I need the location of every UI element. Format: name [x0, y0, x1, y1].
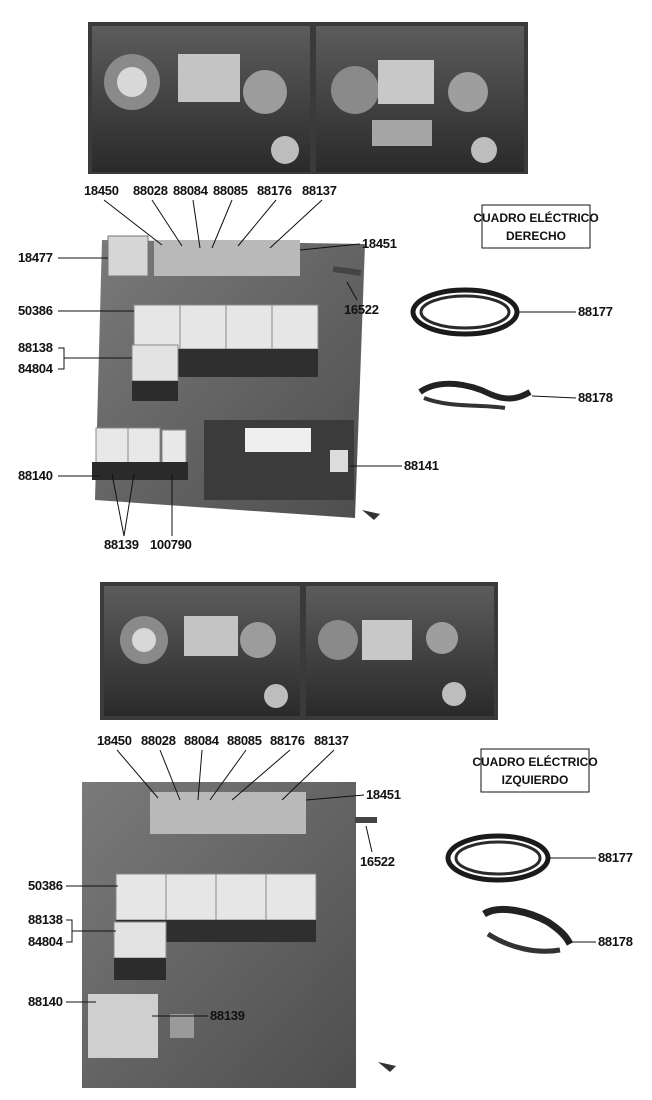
- top-title-line2: DERECHO: [506, 229, 566, 243]
- top-callout-88178: 88178: [578, 390, 613, 405]
- top-callout-88138: 88138: [18, 340, 53, 355]
- top-callout-88137: 88137: [302, 183, 337, 198]
- top-callout-18451: 18451: [362, 236, 397, 251]
- bottom-cabinet-photo: [100, 582, 498, 720]
- top-callout-18477: 18477: [18, 250, 53, 265]
- bottom-harness-88178: [482, 905, 574, 954]
- top-callout-88177: 88177: [578, 304, 613, 319]
- top-clip-icon: [362, 510, 380, 520]
- bottom-callout-88176: 88176: [270, 733, 305, 748]
- top-callout-88140: 88140: [18, 468, 53, 483]
- bottom-fuse-16522: [355, 817, 377, 823]
- bottom-callout-84804: 84804: [28, 934, 64, 949]
- top-callout-88176: 88176: [257, 183, 292, 198]
- bottom-callout-88178: 88178: [598, 934, 633, 949]
- top-callout-88085: 88085: [213, 183, 248, 198]
- top-callout-100790: 100790: [150, 537, 192, 552]
- bottom-callout-88139: 88139: [210, 1008, 245, 1023]
- top-callouts: 18450 88028 88084 88085 88176 88137 1845…: [18, 183, 613, 552]
- top-callout-88141: 88141: [404, 458, 439, 473]
- top-mounting-plate: [92, 235, 365, 518]
- bottom-callout-88085: 88085: [227, 733, 262, 748]
- bottom-title-box: CUADRO ELÉCTRICO IZQUIERDO: [472, 748, 598, 793]
- bottom-callout-16522: 16522: [360, 854, 395, 869]
- bottom-mounting-plate: [82, 782, 356, 1088]
- top-callout-88139: 88139: [104, 537, 139, 552]
- bottom-callout-50386: 50386: [28, 878, 63, 893]
- bottom-callout-18451: 18451: [366, 787, 401, 802]
- top-title-line1: CUADRO ELÉCTRICO: [473, 210, 598, 225]
- bottom-cable-88177: [445, 833, 551, 883]
- bottom-callouts: 18450 88028 88084 88085 88176 88137 1845…: [28, 733, 633, 1023]
- bottom-title-line1: CUADRO ELÉCTRICO: [472, 754, 597, 769]
- top-callout-88084: 88084: [173, 183, 209, 198]
- top-harness-88178: [418, 380, 532, 410]
- bottom-callout-88028: 88028: [141, 733, 176, 748]
- top-cable-88177: [410, 287, 520, 337]
- bottom-callout-18450: 18450: [97, 733, 132, 748]
- bottom-clip-icon: [378, 1062, 396, 1072]
- top-callout-18450: 18450: [84, 183, 119, 198]
- top-cabinet-photo: [88, 22, 528, 174]
- bottom-callout-88138: 88138: [28, 912, 63, 927]
- bottom-callout-88137: 88137: [314, 733, 349, 748]
- top-callout-16522: 16522: [344, 302, 379, 317]
- bottom-title-line2: IZQUIERDO: [502, 773, 569, 787]
- top-title-box: CUADRO ELÉCTRICO DERECHO: [473, 204, 599, 249]
- top-callout-88028: 88028: [133, 183, 168, 198]
- top-callout-84804: 84804: [18, 361, 54, 376]
- bottom-callout-88177: 88177: [598, 850, 633, 865]
- bottom-callout-88084: 88084: [184, 733, 220, 748]
- bottom-callout-88140: 88140: [28, 994, 63, 1009]
- top-fuse-16522: [332, 266, 362, 276]
- top-callout-50386: 50386: [18, 303, 53, 318]
